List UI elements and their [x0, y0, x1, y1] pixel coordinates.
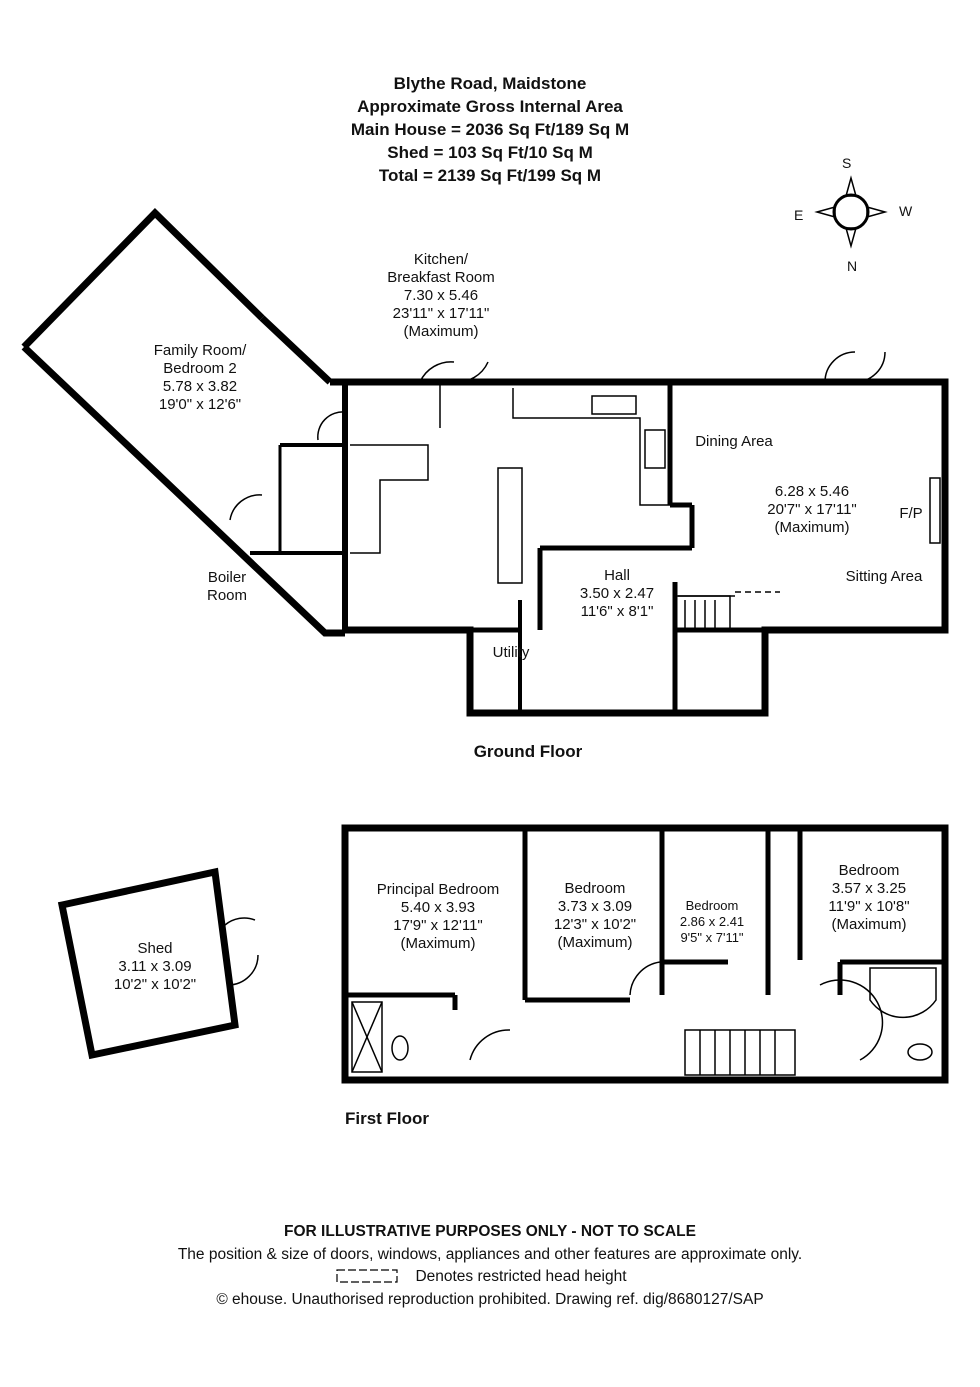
compass-w-label: W: [899, 203, 913, 219]
first-floor-label: First Floor: [344, 1109, 430, 1128]
disclaimer-text: FOR ILLUSTRATIVE PURPOSES ONLY - NOT TO …: [284, 1223, 696, 1240]
main-house-area: Main House = 2036 Sq Ft/189 Sq M: [350, 120, 630, 139]
kitchen-label: Kitchen/ Breakfast Room 7.30 x 5.46 23'1…: [387, 251, 495, 340]
hall-label: Hall 3.50 x 2.47 11'6" x 8'1": [579, 567, 655, 620]
compass-icon: [814, 175, 888, 249]
dining-area-label: Dining Area: [695, 433, 773, 450]
sitting-room-label: 6.28 x 5.46 20'7" x 17'11" (Maximum): [767, 483, 857, 536]
plan-title: Blythe Road, Maidstone: [393, 74, 587, 93]
bedroom-b-label: Bedroom 2.86 x 2.41 9'5" x 7'11": [679, 898, 745, 945]
principal-bedroom-label: Principal Bedroom 5.40 x 3.93 17'9" x 12…: [376, 881, 500, 952]
shed-room-label: Shed 3.11 x 3.09 10'2" x 10'2": [113, 940, 197, 993]
compass-e-label: E: [794, 207, 804, 223]
bedroom-a-label: Bedroom 3.73 x 3.09 12'3" x 10'2" (Maxim…: [553, 880, 637, 951]
family-room-walls: [259, 315, 333, 385]
compass-s-label: S: [842, 155, 852, 171]
first-floor-outer-wall: [341, 824, 949, 1084]
restricted-height-text: Denotes restricted head height: [415, 1268, 627, 1285]
bedroom-c-label: Bedroom 3.57 x 3.25 11'9" x 10'8" (Maxim…: [828, 862, 910, 933]
position-note-text: The position & size of doors, windows, a…: [177, 1246, 803, 1263]
shed-area: Shed = 103 Sq Ft/10 Sq M: [387, 143, 593, 162]
area-heading: Approximate Gross Internal Area: [357, 97, 623, 116]
sitting-area-label: Sitting Area: [845, 568, 923, 585]
boiler-room-label: Boiler Room: [206, 569, 248, 604]
restricted-height-legend-icon: [336, 1269, 398, 1283]
compass-n-label: N: [847, 258, 858, 274]
shed-walls: [57, 867, 239, 1060]
total-area: Total = 2139 Sq Ft/199 Sq M: [378, 166, 602, 185]
fireplace-label: F/P: [899, 505, 923, 522]
ground-floor-label: Ground Floor: [473, 742, 583, 761]
utility-label: Utility: [492, 644, 530, 661]
family-room-label: Family Room/ Bedroom 2 5.78 x 3.82 19'0"…: [153, 342, 247, 413]
ground-floor-outer-wall: [330, 378, 949, 717]
copyright-text: © ehouse. Unauthorised reproduction proh…: [216, 1291, 764, 1308]
